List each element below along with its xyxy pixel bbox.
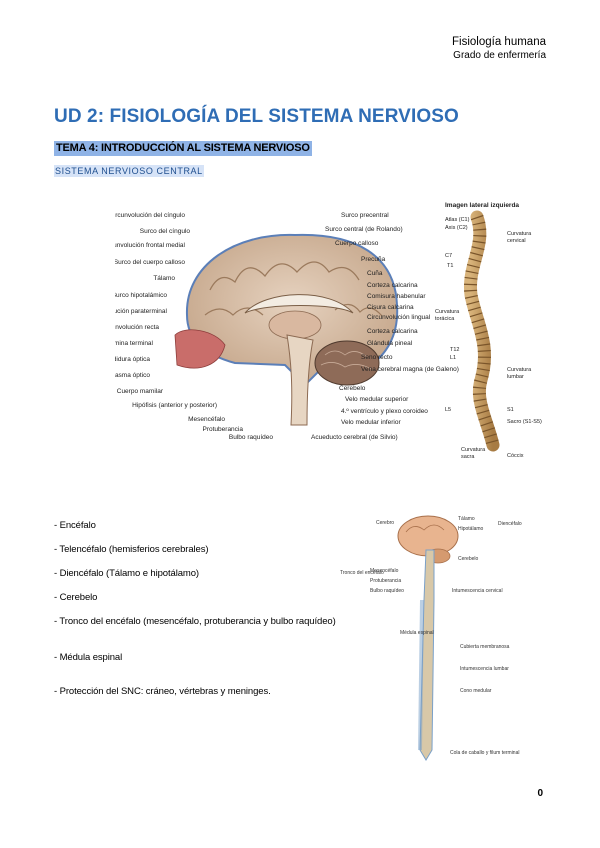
brain-label: Protuberancia (203, 426, 244, 433)
spine-title: Imagen lateral izquierda (445, 202, 519, 209)
section-heading: SISTEMA NERVIOSO CENTRAL (54, 165, 204, 177)
page-number: 0 (537, 788, 543, 799)
brain-label: Corteza calcarina (367, 328, 418, 335)
list-item: - Diencéfalo (Tálamo e hipotálamo) (54, 568, 199, 579)
brain-label: Glándula pineal (367, 340, 413, 347)
brain-label: Surco del cíngulo (140, 228, 191, 235)
spine-label: Curvatura (435, 309, 460, 315)
brain-label: Hipófisis (anterior y posterior) (132, 402, 217, 409)
brain-label: Velo medular superior (345, 396, 409, 403)
brain-label: Circunvolución del cíngulo (115, 212, 185, 219)
spine-label: C7 (445, 253, 452, 259)
brain-label: 4.º ventrículo y plexo coroideo (341, 408, 428, 415)
brain-label: Lámina terminal (115, 340, 154, 347)
list-item: - Telencéfalo (hemisferios cerebrales) (54, 544, 209, 555)
brain-label: Hendidura óptica (115, 356, 150, 363)
brain-label: Cisura calcarina (367, 304, 414, 311)
cns-label: Cerebelo (458, 556, 479, 562)
brain-label: Surco precentral (341, 212, 389, 219)
brain-label: Corteza calcarina (367, 282, 418, 289)
spine-label: Curvatura (461, 447, 486, 453)
brain-label: Velo medular inferior (341, 419, 401, 426)
brain-label: Cuerpo mamilar (117, 388, 164, 395)
brain-label: Quiasma óptico (115, 372, 150, 379)
cns-label: Mesencéfalo (370, 568, 399, 574)
cns-label: Cono medular (460, 688, 492, 694)
brain-label: Circunvolución paraterminal (115, 308, 168, 315)
brain-label: Mesencéfalo (188, 416, 225, 423)
cns-label: Tálamo (458, 516, 475, 522)
brain-label: Comisura habenular (367, 293, 426, 300)
cns-label: Bulbo raquídeo (370, 588, 404, 594)
brain-label: Circunvolución lingual (367, 314, 431, 321)
spine-label: torácica (435, 316, 455, 322)
brain-label: Acueducto cerebral (de Silvio) (311, 434, 398, 441)
brain-label: Precuña (361, 256, 386, 263)
brain-label: Circunvolución frontal medial (115, 242, 186, 249)
cns-label: Cola de caballo y filum terminal (450, 750, 519, 756)
cns-label: Hipotálamo (458, 526, 484, 532)
cns-label: Médula espinal (400, 630, 434, 636)
spine-label: S1 (507, 407, 514, 413)
cns-label: Intumescencia lumbar (460, 666, 509, 672)
brain-label: Bulbo raquídeo (229, 434, 273, 441)
page-title: UD 2: FISIOLOGÍA DEL SISTEMA NERVIOSO (54, 106, 459, 127)
spine-label: Curvatura (507, 231, 532, 237)
list-item: - Tronco del encéfalo (mesencéfalo, prot… (54, 616, 336, 627)
spine-label: Sacro (S1-S5) (507, 419, 542, 425)
brain-label: Circunvolución recta (115, 324, 159, 331)
header-degree: Grado de enfermería (453, 50, 546, 61)
spine-label: L1 (450, 355, 456, 361)
spine-label: Axis (C2) (445, 225, 468, 231)
cns-label: Intumescencia cervical (452, 588, 503, 594)
spine-label: L5 (445, 407, 451, 413)
spine-label: lumbar (507, 374, 524, 380)
spine-label: Curvatura (507, 367, 532, 373)
spine-label: cervical (507, 238, 526, 244)
brain-label: Seno recto (361, 354, 393, 361)
list-item: - Encéfalo (54, 520, 96, 531)
brain-label: Cuerpo calloso (335, 240, 379, 247)
brain-label: Cerebelo (339, 385, 366, 392)
spine-label: T12 (450, 347, 459, 353)
page-header: Fisiología humana Grado de enfermería (452, 36, 546, 62)
cns-label: Diencéfalo (498, 521, 522, 527)
list-item: - Protección del SNC: cráneo, vértebras … (54, 686, 271, 697)
list-item: - Cerebelo (54, 592, 98, 603)
cns-label: Cubierta membranosa (460, 644, 510, 650)
brain-label: Vena cerebral magna (de Galeno) (361, 366, 459, 373)
cns-label: Tronco del encéfalo (340, 570, 384, 576)
brain-sagittal-figure: Circunvolución del cíngulo Surco del cín… (115, 202, 542, 460)
spine-label: Atlas (C1) (445, 217, 470, 223)
brain-label: Surco del cuerpo calloso (115, 259, 185, 266)
spine-label: sacra (461, 454, 475, 460)
brain-label: Surco hipotalámico (115, 292, 167, 299)
cns-overview-figure: Cerebro Tálamo Hipotálamo Diencéfalo Cer… (340, 515, 522, 761)
topic-heading: TEMA 4: INTRODUCCIÓN AL SISTEMA NERVIOSO (54, 141, 312, 156)
spine-label: Cóccix (507, 453, 524, 459)
list-item: - Médula espinal (54, 652, 123, 663)
cns-label: Protuberancia (370, 578, 401, 584)
spine-label: T1 (447, 263, 453, 269)
brain-label: Surco central (de Rolando) (325, 226, 403, 233)
header-subject: Fisiología humana (452, 36, 546, 48)
brain-label: Cuña (367, 270, 383, 277)
cns-label: Cerebro (376, 520, 394, 526)
brain-label: Tálamo (153, 275, 175, 282)
